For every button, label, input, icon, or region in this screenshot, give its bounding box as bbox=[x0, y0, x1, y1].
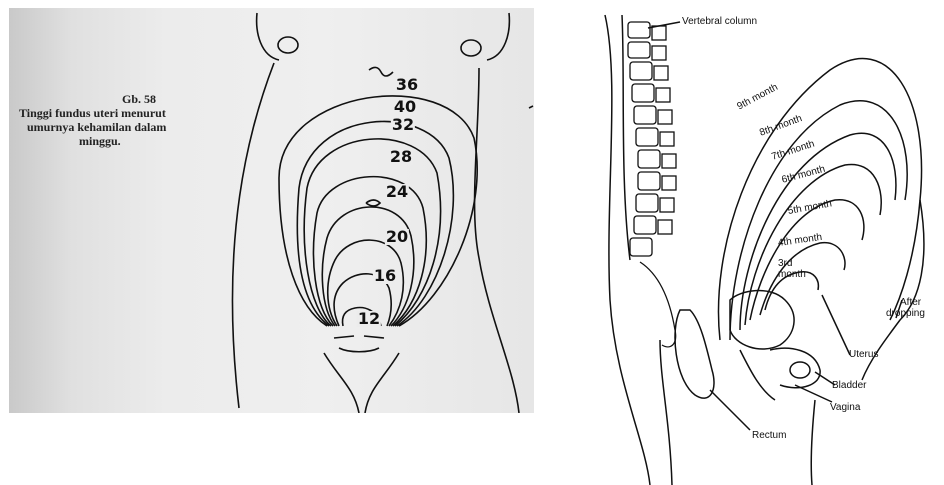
leader-rectum bbox=[710, 390, 750, 430]
bladder-inner bbox=[790, 362, 810, 378]
left-groin bbox=[324, 353, 359, 413]
week-label-20: 20 bbox=[385, 229, 409, 245]
spinal-canal bbox=[622, 15, 630, 260]
right-body-outline bbox=[475, 68, 519, 413]
week-label-32: 32 bbox=[391, 117, 415, 133]
right-nipple bbox=[461, 40, 481, 56]
caption-number: Gb. 58 bbox=[19, 92, 239, 106]
sagittal-drawing bbox=[600, 0, 944, 485]
curve-40 bbox=[297, 122, 453, 326]
label-rectum: Rectum bbox=[752, 430, 786, 441]
curve-8th-month bbox=[730, 101, 907, 340]
label-uterus: Uterus bbox=[849, 349, 878, 360]
pubis-marks bbox=[334, 336, 384, 338]
right-groin bbox=[365, 353, 399, 413]
left-nipple bbox=[278, 37, 298, 53]
label-after: After bbox=[900, 297, 921, 308]
sagittal-section-figure: Vertebral column 9th month 8th month 7th… bbox=[600, 0, 944, 485]
week-label-40: 40 bbox=[393, 99, 417, 115]
left-breast-outline bbox=[257, 13, 279, 60]
figure-caption: Gb. 58 Tinggi fundus uteri menurut umurn… bbox=[19, 92, 239, 148]
curve-28 bbox=[314, 177, 427, 326]
caption-line-2: umurnya kehamilan dalam bbox=[19, 120, 239, 134]
label-bladder: Bladder bbox=[832, 380, 866, 391]
caption-line-1: Tinggi fundus uteri menurut bbox=[19, 106, 239, 120]
label-dropping: dropping bbox=[886, 308, 925, 319]
fundal-height-figure: Gb. 58 Tinggi fundus uteri menurut umurn… bbox=[9, 8, 534, 413]
right-breast-outline bbox=[487, 13, 509, 60]
label-3rd: 3rd bbox=[778, 258, 792, 269]
week-label-24: 24 bbox=[385, 184, 409, 200]
curve-36 bbox=[279, 96, 477, 326]
pubis-line bbox=[339, 348, 379, 352]
back-outline bbox=[605, 15, 650, 485]
week-label-16: 16 bbox=[373, 268, 397, 284]
vertebrae bbox=[628, 22, 676, 347]
vagina bbox=[740, 350, 775, 400]
buttock-line bbox=[660, 340, 672, 485]
week-label-12: 12 bbox=[357, 311, 381, 327]
rectum bbox=[675, 310, 714, 398]
label-vertebral-column: Vertebral column bbox=[682, 16, 757, 27]
umbilicus bbox=[366, 200, 380, 206]
torso-drawing bbox=[9, 8, 534, 413]
edge-mark bbox=[529, 106, 533, 108]
bladder bbox=[770, 348, 820, 388]
caption-line-3: minggu. bbox=[19, 134, 239, 148]
front-thigh bbox=[811, 400, 815, 485]
label-month: month bbox=[778, 269, 806, 280]
week-label-28: 28 bbox=[389, 149, 413, 165]
week-label-36: 36 bbox=[395, 77, 419, 93]
label-vagina: Vagina bbox=[830, 402, 860, 413]
leader-vagina bbox=[795, 385, 832, 402]
leader-uterus bbox=[822, 295, 850, 355]
xiphoid-mark bbox=[369, 67, 393, 76]
leader-vertebral bbox=[648, 22, 680, 28]
